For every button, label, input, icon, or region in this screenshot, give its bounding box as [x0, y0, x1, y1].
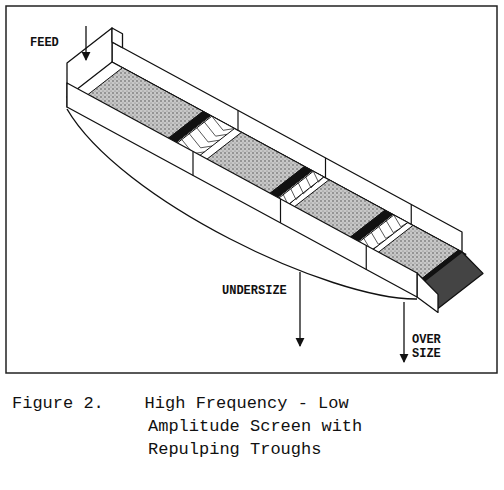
section-joint: [325, 158, 326, 178]
trough-hatch: [201, 146, 212, 148]
figure-frame: [6, 6, 497, 373]
section-joint: [237, 110, 238, 130]
undersize-label: UNDERSIZE: [222, 284, 287, 298]
chute-lip: [417, 273, 438, 312]
trough-hatch: [204, 122, 215, 136]
section-joint: [192, 151, 193, 175]
trough-hatch: [311, 183, 316, 188]
trough-hatch: [379, 227, 386, 239]
trough-hatch: [393, 228, 400, 232]
feed-box-lip: [112, 28, 123, 48]
screen-deck: [67, 62, 462, 287]
trough-hatch: [291, 189, 296, 200]
undersize-arrow: [299, 272, 300, 346]
hull-outline: [67, 109, 417, 299]
front-wall: [67, 83, 417, 297]
oversize-label: OVER SIZE: [412, 333, 448, 361]
trough-hatch: [216, 134, 227, 136]
trough-hatch: [401, 223, 408, 227]
trough-hatch: [386, 221, 393, 233]
feed-arrow: [85, 26, 86, 60]
trough-hatch: [306, 177, 311, 188]
trough-hatch: [223, 129, 234, 131]
trough-hatch: [371, 232, 378, 244]
section-joint: [411, 204, 412, 224]
section-joint: [366, 245, 367, 269]
feed-label: FEED: [30, 36, 59, 50]
trough-hatch: [197, 128, 208, 142]
trough-hatch: [208, 140, 219, 142]
section-joint: [280, 199, 281, 223]
trough-hatch: [304, 189, 309, 194]
trough-hatch: [296, 194, 301, 199]
trough-hatch: [378, 240, 385, 244]
screen-body: [67, 26, 483, 362]
trough-hatch: [319, 177, 324, 182]
trough-hatch: [313, 171, 318, 182]
trough-hatch: [189, 134, 200, 148]
oversize-arrow: [403, 302, 404, 362]
trough-hatch: [298, 183, 303, 194]
trough-hatch: [394, 215, 401, 227]
trough-hatch: [212, 116, 223, 130]
figure-caption: Figure 2. High Frequency - Low Amplitude…: [12, 392, 383, 461]
trough-hatch: [386, 234, 393, 238]
